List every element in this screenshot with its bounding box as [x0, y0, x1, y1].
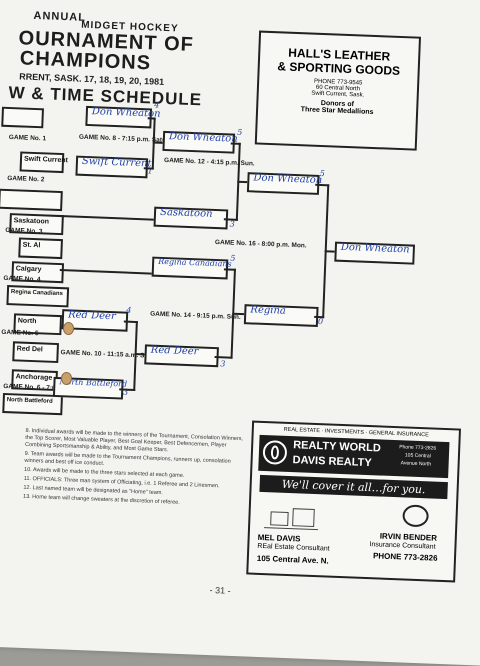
r1-handwritten-2: Swift Current — [81, 155, 152, 170]
realty-logo-icon — [262, 439, 288, 465]
left-game-4: GAME No. 4 — [3, 274, 41, 284]
r2-seed-3: 5 — [230, 253, 236, 263]
binding-hole-top — [63, 322, 74, 335]
r1-seed-1: 4 — [154, 100, 160, 110]
r2-seed-4: 3 — [220, 359, 226, 369]
r2-seed-2: 3 — [229, 219, 235, 229]
mel-davis-title: REal Estate Consultant — [257, 542, 330, 553]
left-game-2: GAME No. 2 — [7, 174, 45, 184]
binding-hole-bottom — [61, 372, 72, 385]
realty-name-2: DAVIS REALTY — [292, 454, 372, 470]
r3-box-1: Don Wheaton — [246, 172, 323, 195]
halls-ad: HALL'S LEATHER & SPORTING GOODS PHONE 77… — [254, 30, 422, 151]
realty-phone: Phone 773-2826 — [399, 444, 437, 452]
r1-conn-a4 — [152, 141, 163, 144]
r2-box-2: Saskatoon — [153, 206, 229, 230]
r2-box-3: Regina Canadians — [151, 256, 232, 280]
left-team-4: Calgary — [15, 265, 42, 274]
r2-conn-a4 — [237, 180, 248, 184]
realty-addr-1: 105 Central — [404, 452, 431, 460]
realty-slogan: We'll cover it all…for you. — [259, 474, 448, 500]
house-sketch-icon — [264, 505, 319, 531]
mel-davis-name: MEL DAVIS — [257, 532, 301, 544]
left-conn-2 — [59, 269, 152, 275]
title-annual: ANNUAL — [33, 9, 87, 24]
r2-box-4: Red Deer — [144, 344, 219, 368]
left-game-3: GAME No. 3 — [5, 226, 43, 236]
rules-list: 8. Individual awards will be made to the… — [23, 428, 246, 511]
left-game-5: GAME No. 5 — [1, 328, 39, 338]
left-box-1 — [1, 106, 44, 129]
left-game-1: GAME No. 1 — [8, 133, 47, 143]
left-conn-1 — [59, 215, 156, 221]
final-box: Don Wheaton — [334, 241, 416, 265]
game-12-label: GAME No. 12 - 4:15 p.m. Sun. — [163, 156, 255, 168]
left-box-9: Red Del — [12, 341, 59, 364]
left-box-5: St. Al — [18, 237, 63, 260]
left-team-8: Anchorage — [15, 373, 53, 382]
page-number: - 31 - — [209, 585, 231, 596]
insurance-logo-icon — [402, 504, 430, 528]
realty-ad: REAL ESTATE · INVESTMENTS · GENERAL INSU… — [246, 420, 461, 583]
left-team-5: Regina Canadians — [10, 289, 63, 298]
r1-box-1: Don Wheaton — [85, 105, 161, 129]
realty-addr-2: Avenue North — [400, 460, 432, 468]
left-box-2: Swift Current — [19, 151, 69, 174]
r2-handwritten-3: Regina Canadians — [158, 256, 232, 269]
left-box-7: Regina Canadians — [6, 285, 70, 308]
r2-seed-1: 5 — [237, 127, 243, 137]
r2-conn-b4 — [232, 312, 245, 316]
left-box-3 — [0, 188, 63, 212]
irvin-bender-title: Insurance Consultant — [369, 541, 436, 551]
final-handwritten: Don Wheaton — [340, 241, 410, 256]
r3-handwritten-2: Regina — [250, 304, 287, 317]
left-team-2: Saskatoon — [13, 217, 50, 226]
r3-seed-2: 0 — [317, 316, 324, 327]
left-team-1: Swift Current — [23, 155, 69, 165]
r3-handwritten-1: Don Wheaton — [253, 172, 323, 187]
r2-handwritten-2: Saskatoon — [159, 206, 213, 220]
r2-box-1: Don Wheaton — [162, 130, 238, 154]
r3-conn-4 — [324, 250, 335, 253]
mel-davis-addr: 105 Central Ave. N. — [256, 553, 329, 566]
r1-seed-3: 4 — [126, 305, 132, 315]
game-16-label: GAME No. 16 - 8:00 p.m. Mon. — [214, 238, 307, 250]
r3-box-2: Regina — [243, 304, 319, 327]
realty-name-1: REALTY WORLD — [293, 439, 381, 455]
r1-handwritten-3: Red Deer — [67, 309, 116, 323]
left-team-6: North — [17, 317, 37, 326]
r2-handwritten-4: Red Deer — [150, 344, 199, 358]
left-team-3: St. Al — [22, 241, 41, 250]
left-team-7: Red Del — [16, 345, 43, 354]
r2-handwritten-1: Don Wheaton — [168, 131, 238, 145]
left-team-9: North Battleford — [6, 397, 53, 405]
r1-box-2: Swift Current — [75, 155, 152, 179]
irvin-bender-phone: PHONE 773-2826 — [372, 551, 438, 563]
r3-seed-1: 5 — [319, 168, 325, 179]
game-14-label: GAME No. 14 - 9:15 p.m. Sun. — [150, 310, 241, 322]
realty-banner: REALTY WORLD DAVIS REALTY Phone 773-2826… — [258, 434, 450, 479]
